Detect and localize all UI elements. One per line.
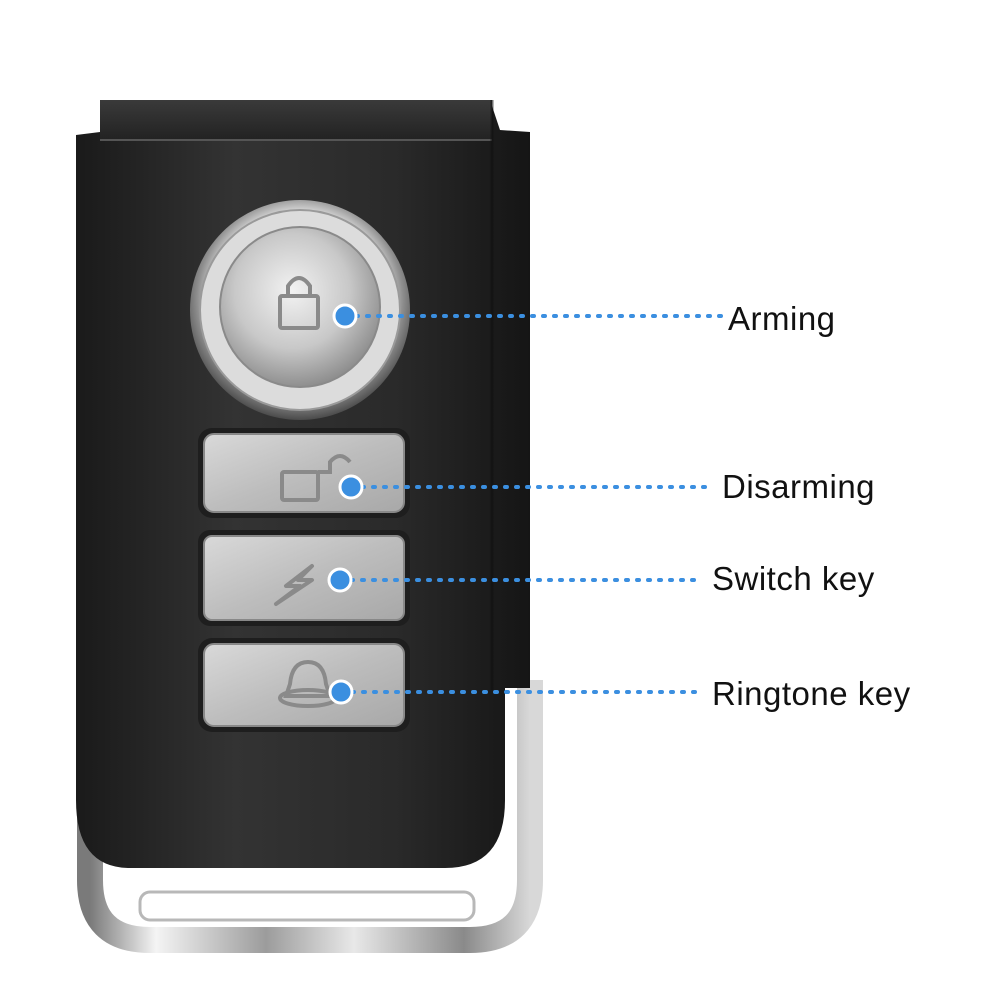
callout-disarming-line [338,474,714,500]
lightning-icon [274,564,314,606]
ringtone-marker [328,679,354,705]
metal-loop [77,680,543,953]
switch-key-label: Switch key [712,560,875,597]
disarming-marker [338,474,364,500]
switch-marker [327,567,353,593]
callout-ringtone-line [328,679,705,705]
disarming-label: Disarming [722,468,876,505]
arming-label: Arming [728,300,836,337]
ringtone-key-button[interactable] [198,638,410,732]
arming-marker [332,303,358,329]
lock-icon [278,276,320,330]
ringtone-key-label: Ringtone key [712,675,911,712]
disarming-button[interactable] [198,428,410,518]
callout-switch-line [327,567,705,593]
callout-arming-line [332,303,724,329]
switch-key-button[interactable] [198,530,410,626]
arming-button[interactable] [190,200,410,420]
unlock-icon [280,454,352,502]
